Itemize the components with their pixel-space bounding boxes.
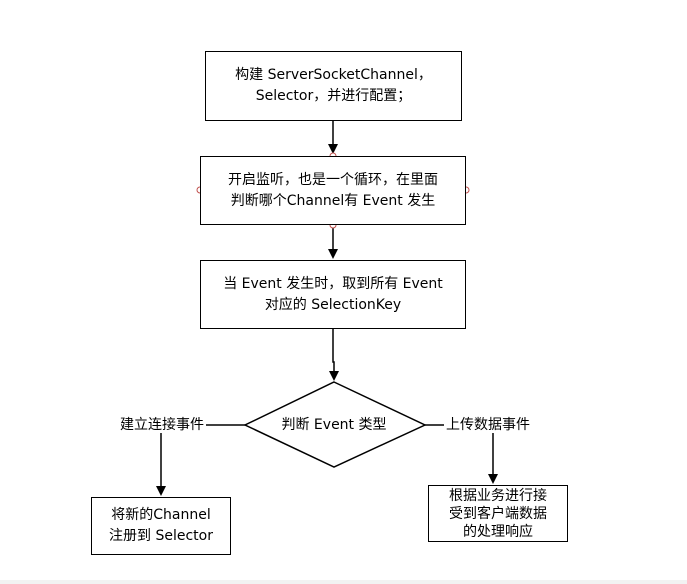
- node-register-channel-line1: 将新的Channel: [111, 507, 211, 523]
- node-register-channel[interactable]: 将新的Channel 注册到 Selector: [91, 497, 231, 555]
- node-handle-upload-line1: 根据业务进行接: [449, 487, 547, 504]
- node-create-channel-line1: 构建 ServerSocketChannel，: [235, 67, 432, 83]
- node-on-event[interactable]: 当 Event 发生时，取到所有 Event 对应的 SelectionKey: [200, 260, 466, 329]
- node-start-listening-line2: 判断哪个Channel有 Event 发生: [230, 192, 436, 209]
- arrow-decision-to-upload: [425, 424, 498, 484]
- arrow-event-to-decision: [329, 329, 339, 381]
- edge-label-connect: 建立连接事件: [118, 417, 206, 433]
- node-create-channel-line2: Selector，并进行配置；: [255, 88, 412, 104]
- node-create-channel[interactable]: 构建 ServerSocketChannel， Selector，并进行配置；: [205, 51, 462, 121]
- node-on-event-line1: 当 Event 发生时，取到所有 Event: [223, 275, 443, 292]
- node-handle-upload-line3: 的处理响应: [463, 523, 533, 540]
- node-register-channel-line2: 注册到 Selector: [109, 528, 213, 544]
- bottom-edge: [0, 580, 687, 584]
- node-on-event-line2: 对应的 SelectionKey: [264, 296, 402, 313]
- edge-label-upload: 上传数据事件: [444, 417, 532, 433]
- decision-label: 判断 Event 类型: [281, 417, 387, 433]
- decision-diamond[interactable]: [243, 381, 427, 468]
- node-start-listening[interactable]: 开启监听，也是一个循环，在里面 判断哪个Channel有 Event 发生: [200, 156, 466, 225]
- node-start-listening-line1: 开启监听，也是一个循环，在里面: [228, 171, 438, 188]
- node-handle-upload-line2: 受到客户端数据: [449, 505, 547, 522]
- node-handle-upload[interactable]: 根据业务进行接 受到客户端数据 的处理响应: [428, 485, 568, 542]
- arrow-decision-to-register: [156, 424, 245, 496]
